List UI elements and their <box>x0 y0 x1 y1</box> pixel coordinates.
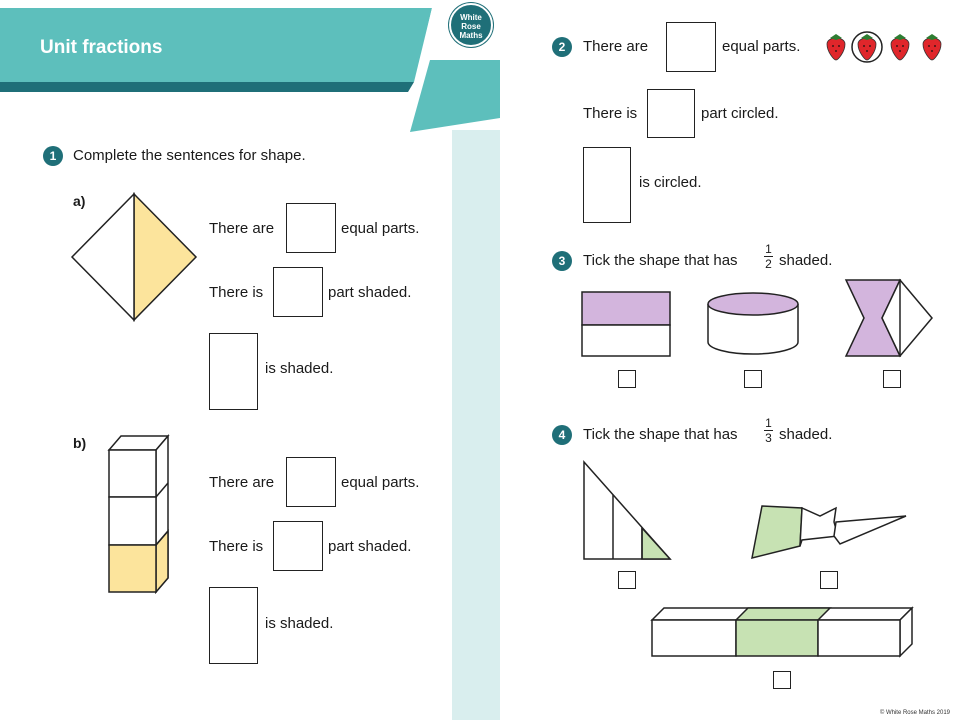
rectangle-half-shaded <box>581 291 671 357</box>
q1a-fraction-answer-box[interactable] <box>209 333 258 410</box>
strawberries-group <box>826 31 942 63</box>
diamond-shape <box>70 192 198 322</box>
title-banner-shadow <box>0 82 414 92</box>
q2-part-circled: part circled. <box>701 105 779 122</box>
strawberry-icon <box>922 34 942 61</box>
q3-tick-box-arrow[interactable] <box>883 370 901 388</box>
q2-fraction-answer-box[interactable] <box>583 147 631 223</box>
q1a-shaded-answer-box[interactable] <box>273 267 323 317</box>
q1-part-b-label: b) <box>73 435 87 451</box>
q3-text-after: shaded. <box>779 252 833 269</box>
title-banner <box>0 8 432 82</box>
copyright-footer: © White Rose Maths 2019 <box>879 710 950 716</box>
question-number-2: 2 <box>552 37 572 57</box>
q4-tick-box-cuboid[interactable] <box>773 671 791 689</box>
white-rose-maths-logo: White Rose Maths <box>449 3 493 47</box>
q1-part-a-label: a) <box>73 193 86 209</box>
q3-text-before: Tick the shape that has <box>583 252 738 269</box>
q3-tick-box-rectangle[interactable] <box>618 370 636 388</box>
q4-tick-box-triangle[interactable] <box>618 571 636 589</box>
q2-there-is: There is <box>583 105 638 122</box>
q1b-part-shaded: part shaded. <box>328 538 412 555</box>
q4-tick-box-lightning[interactable] <box>820 571 838 589</box>
strawberry-icon <box>890 34 910 61</box>
q4-text-before: Tick the shape that has <box>583 426 738 443</box>
question-number-3: 3 <box>552 251 572 271</box>
cuboid-bar-shape <box>650 606 914 658</box>
cube-tower-shape <box>107 433 170 595</box>
question-number-4: 4 <box>552 425 572 445</box>
lightning-bolt-shape <box>751 505 907 560</box>
banner-flag <box>410 60 500 132</box>
q2-equal-parts: equal parts. <box>722 38 801 55</box>
q1b-equal-parts: equal parts. <box>341 474 420 491</box>
q1b-there-are: There are <box>209 474 275 491</box>
strawberry-icon <box>857 34 877 61</box>
q1b-fraction-answer-box[interactable] <box>209 587 258 664</box>
q2-is-circled: is circled. <box>639 174 702 191</box>
q1a-equal-parts: equal parts. <box>341 220 420 237</box>
q1a-is-shaded: is shaded. <box>265 360 334 377</box>
q3-tick-box-cylinder[interactable] <box>744 370 762 388</box>
q1b-is-shaded: is shaded. <box>265 615 334 632</box>
q2-parts-answer-box[interactable] <box>666 22 716 72</box>
strawberry-icon <box>826 34 846 61</box>
q2-there-are: There are <box>583 38 649 55</box>
teal-strip <box>452 130 500 720</box>
page-title: Unit fractions <box>40 37 163 58</box>
cylinder-top-shaded <box>707 292 799 355</box>
triangle-shape <box>583 460 672 560</box>
q1a-there-is: There is <box>209 284 264 301</box>
q1b-parts-answer-box[interactable] <box>286 457 336 507</box>
q1-instruction: Complete the sentences for shape. <box>73 147 306 164</box>
q4-text-after: shaded. <box>779 426 833 443</box>
q1a-there-are: There are <box>209 220 275 237</box>
q1a-parts-answer-box[interactable] <box>286 203 336 253</box>
question-number-1: 1 <box>43 146 63 166</box>
circle-mark <box>851 31 883 63</box>
arrow-shape-shaded <box>844 278 933 358</box>
q1a-part-shaded: part shaded. <box>328 284 412 301</box>
q2-circled-answer-box[interactable] <box>647 89 695 138</box>
q1b-there-is: There is <box>209 538 264 555</box>
q1b-shaded-answer-box[interactable] <box>273 521 323 571</box>
